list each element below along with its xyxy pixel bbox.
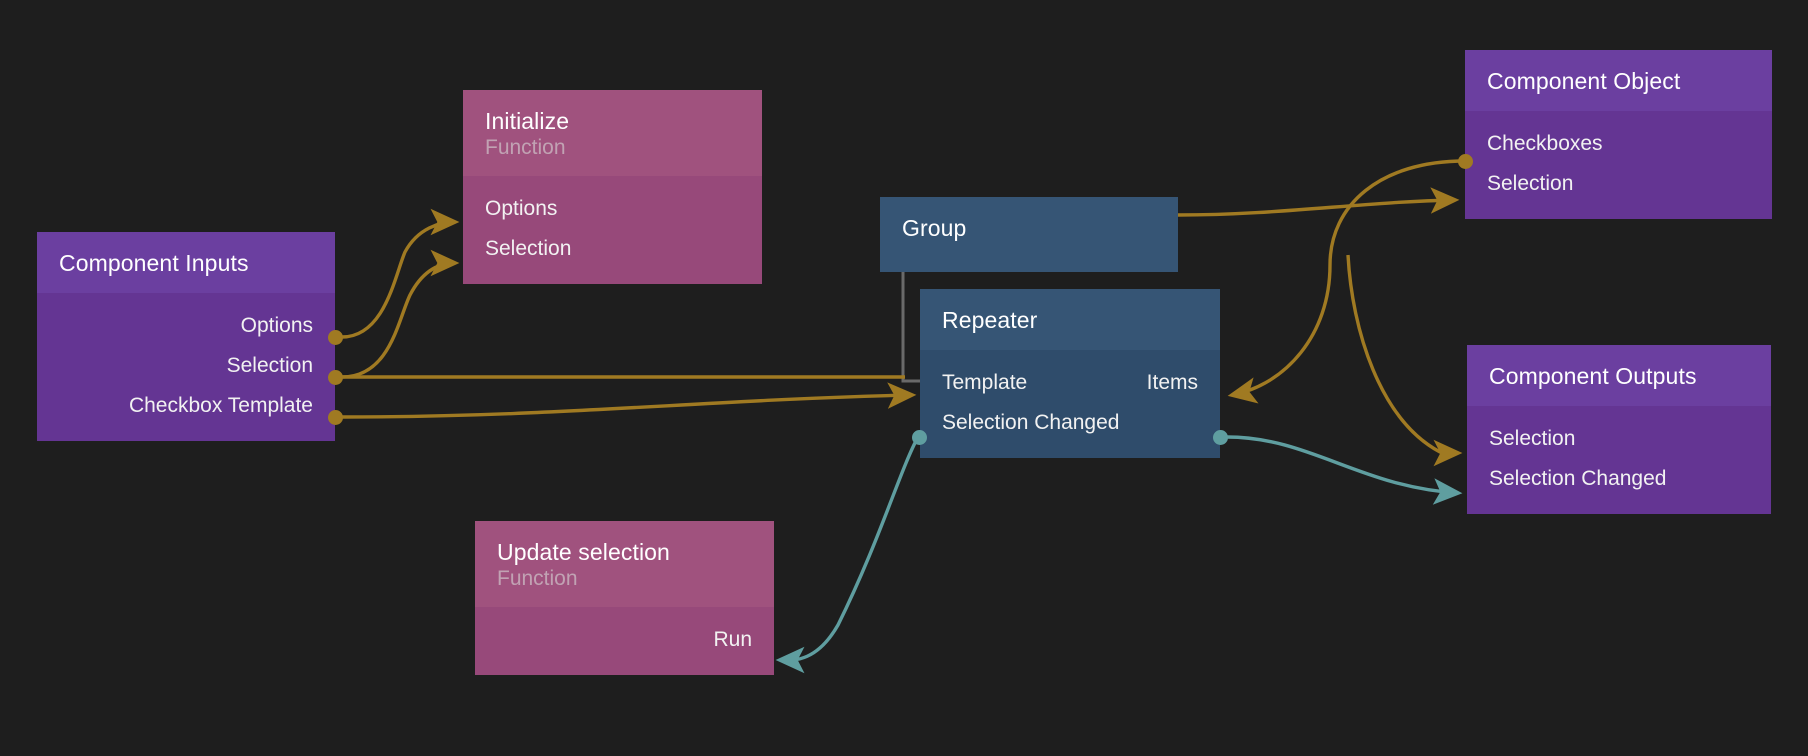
port-row-selection[interactable]: Selection <box>1465 163 1772 203</box>
port-label: Checkbox Template <box>128 393 313 417</box>
port-label: Options <box>240 313 313 337</box>
port-row-template-items[interactable]: Template Items <box>920 362 1220 402</box>
port-row-options[interactable]: Options <box>37 305 335 345</box>
node-header: Update selection Function <box>475 521 774 608</box>
port-row-selection-changed[interactable]: Selection Changed <box>1467 458 1771 498</box>
edge-inputs-selection-to-initialize-selection <box>341 249 460 379</box>
node-header: Repeater <box>920 289 1220 351</box>
port-row-checkboxes[interactable]: Checkboxes <box>1465 123 1772 163</box>
node-update-selection[interactable]: Update selection Function Run <box>475 521 774 676</box>
node-component-object[interactable]: Component Object Checkboxes Selection <box>1465 50 1772 220</box>
port-row-run[interactable]: Run <box>475 619 774 659</box>
node-title: Component Object <box>1487 68 1681 94</box>
port-dot-component-object-checkboxes[interactable] <box>1458 154 1473 169</box>
edge-group-to-component-object-selection <box>1177 187 1460 217</box>
node-body: Template Items Selection Changed <box>920 350 1220 459</box>
node-body: Options Selection Checkbox Template <box>37 293 335 442</box>
port-row-selection-changed[interactable]: Selection Changed <box>920 402 1220 442</box>
port-label-template: Template <box>942 370 1028 394</box>
port-label-items: Items <box>1146 370 1198 394</box>
node-body: Selection Selection Changed <box>1467 406 1771 515</box>
port-label: Selection <box>226 353 313 377</box>
edge-inputs-checkbox-template-to-repeater-template <box>341 382 917 419</box>
port-dot-repeater-selection-changed-out[interactable] <box>1213 430 1228 445</box>
node-body: Checkboxes Selection <box>1465 111 1772 220</box>
port-row-selection[interactable]: Selection <box>37 345 335 385</box>
port-row-options[interactable]: Options <box>463 188 762 228</box>
port-label: Selection Changed <box>942 410 1120 434</box>
node-header: Component Outputs <box>1467 345 1771 407</box>
edge-inputs-options-to-initialize-options <box>341 208 460 339</box>
node-subtitle: Function <box>485 136 566 160</box>
port-label: Checkboxes <box>1487 131 1603 155</box>
node-body: Run <box>475 607 774 676</box>
edge-repeater-selection-changed-to-update-selection-run <box>775 436 920 674</box>
port-dot-inputs-selection[interactable] <box>328 370 343 385</box>
node-header: Group <box>880 197 1178 273</box>
node-title: Component Outputs <box>1489 363 1697 389</box>
port-dot-inputs-options[interactable] <box>328 330 343 345</box>
node-body: Options Selection <box>463 176 762 285</box>
port-dot-inputs-checkbox-template[interactable] <box>328 410 343 425</box>
node-header: Initialize Function <box>463 90 762 177</box>
node-group[interactable]: Group <box>880 197 1178 273</box>
edge-component-object-to-component-outputs-selection <box>1346 254 1463 467</box>
port-row-selection[interactable]: Selection <box>463 228 762 268</box>
edge-repeater-selection-changed-to-outputs <box>1226 435 1463 505</box>
node-component-inputs[interactable]: Component Inputs Options Selection Check… <box>37 232 335 442</box>
node-header: Component Object <box>1465 50 1772 112</box>
port-label: Run <box>713 627 752 651</box>
port-row-checkbox-template[interactable]: Checkbox Template <box>37 385 335 425</box>
node-component-outputs[interactable]: Component Outputs Selection Selection Ch… <box>1467 345 1771 515</box>
node-initialize[interactable]: Initialize Function Options Selection <box>463 90 762 285</box>
port-label: Selection Changed <box>1489 466 1667 490</box>
node-title: Group <box>902 215 967 241</box>
port-row-selection[interactable]: Selection <box>1467 418 1771 458</box>
edge-component-object-checkboxes-to-repeater-items <box>1227 159 1466 404</box>
node-title: Component Inputs <box>59 250 249 276</box>
node-title: Initialize <box>485 108 570 134</box>
node-subtitle: Function <box>497 567 578 591</box>
node-title: Repeater <box>942 307 1038 333</box>
port-label: Selection <box>1487 171 1574 195</box>
node-repeater[interactable]: Repeater Template Items Selection Change… <box>920 289 1220 459</box>
port-dot-repeater-selection-changed-in[interactable] <box>912 430 927 445</box>
node-header: Component Inputs <box>37 232 335 294</box>
port-label: Options <box>485 196 558 220</box>
edge-group-to-repeater <box>901 268 920 383</box>
port-label: Selection <box>1489 426 1576 450</box>
node-title: Update selection <box>497 539 670 565</box>
port-label: Selection <box>485 236 572 260</box>
